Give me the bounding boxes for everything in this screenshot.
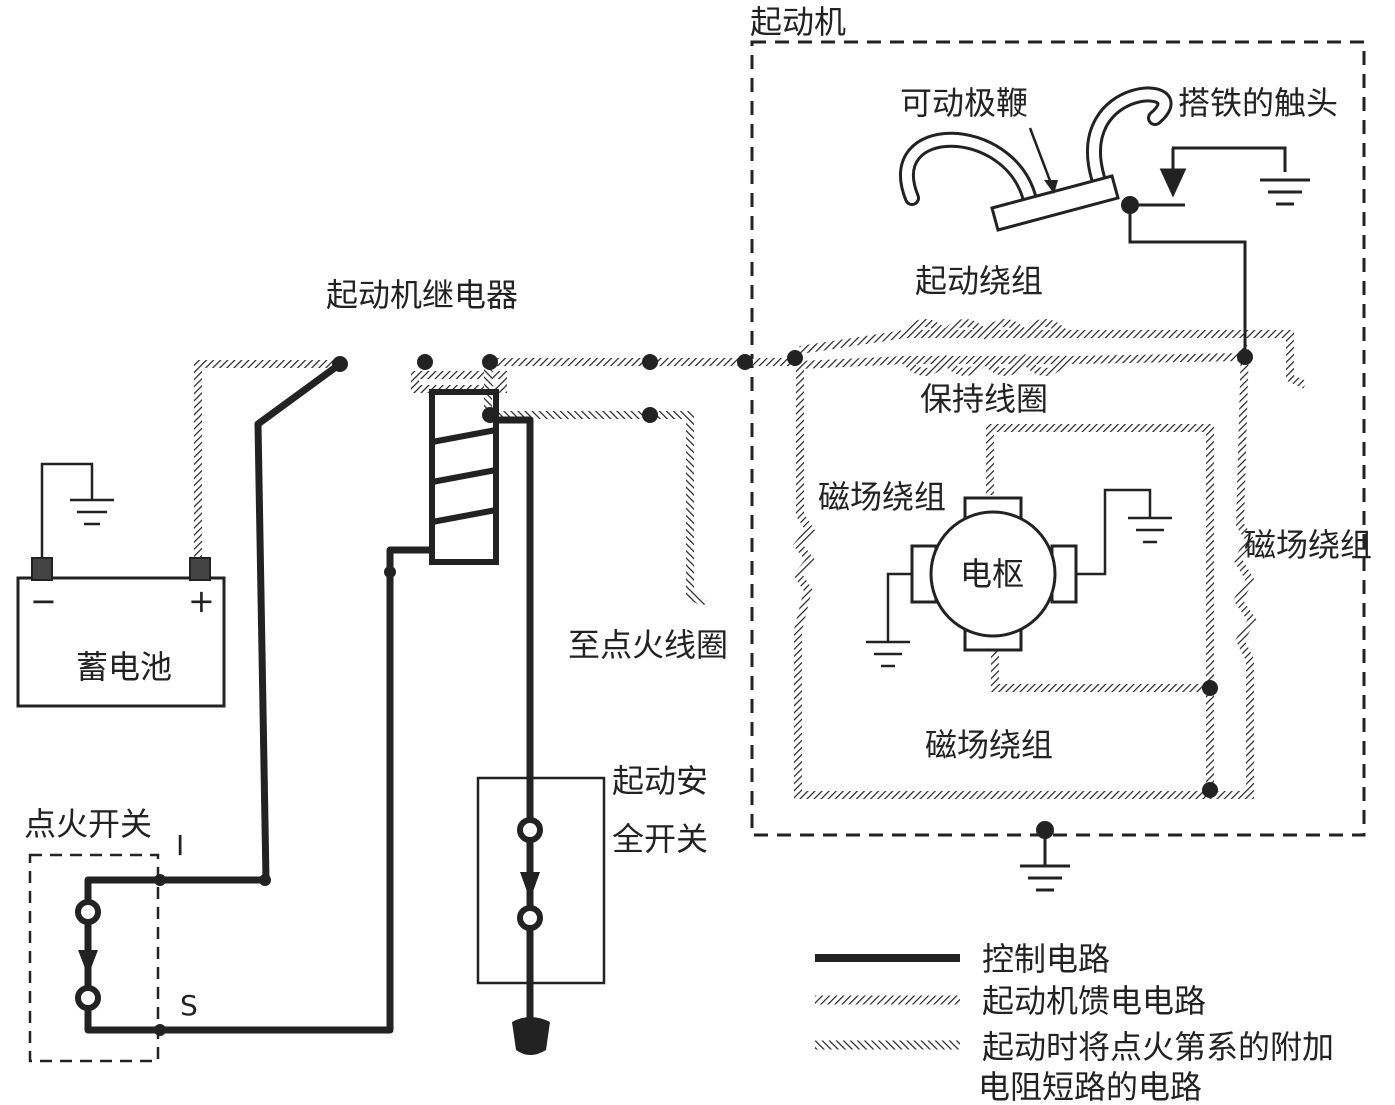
bypass-wire xyxy=(484,362,708,608)
legend: 控制电路 起动机馈电电路 起动时将点火第系的附加 电阻短路的电路 xyxy=(815,940,1334,1105)
starter-relay-label: 起动机继电器 xyxy=(326,276,518,314)
legend-control-label: 控制电路 xyxy=(982,940,1110,978)
field-winding-left-label: 磁场绕组 xyxy=(818,478,946,516)
legend-bypass-label-2: 电阻短路的电路 xyxy=(978,1068,1202,1105)
safety-switch-ground-icon xyxy=(512,1017,550,1055)
battery xyxy=(16,462,226,708)
junction-dots xyxy=(154,196,1253,1036)
field-winding-bottom-label: 磁场绕组 xyxy=(925,726,1053,764)
terminal-s-label: S xyxy=(180,989,198,1022)
feed-wires xyxy=(194,330,1307,799)
armature-label: 电枢 xyxy=(960,555,1024,593)
relay-coil xyxy=(429,389,499,565)
start-winding-coils xyxy=(901,319,1069,376)
movable-pole-label: 可动极鞭 xyxy=(900,84,1028,122)
legend-feed-label: 起动机馈电电路 xyxy=(982,982,1206,1020)
movable-pole xyxy=(899,86,1173,232)
ignition-switch-label: 点火开关 xyxy=(24,805,152,843)
safety-switch-label-2: 全开关 xyxy=(612,820,708,858)
switch-contacts xyxy=(75,817,543,1011)
battery-plus-label: + xyxy=(188,582,215,620)
start-safety-switch-box xyxy=(476,776,606,985)
ground-icon xyxy=(70,498,114,526)
terminal-i-label: I xyxy=(176,829,184,862)
starter-enclosure xyxy=(750,40,1366,837)
ground-contact xyxy=(1128,146,1310,357)
starter-label: 起动机 xyxy=(750,3,846,41)
battery-label: 蓄电池 xyxy=(76,648,172,686)
safety-switch-label-1: 起动安 xyxy=(612,762,708,800)
start-winding-label: 起动绕组 xyxy=(915,262,1043,300)
legend-bypass-label-1: 起动时将点火第系的附加 xyxy=(982,1028,1334,1066)
ground-contact-label: 搭铁的触头 xyxy=(1178,84,1338,122)
armature-ground-icons xyxy=(866,488,1172,668)
ignition-switch-box xyxy=(28,853,160,1063)
movable-pole-pointer xyxy=(1028,127,1054,187)
starter-ground-icon xyxy=(1020,830,1070,892)
to-ignition-coil-label: 至点火线圈 xyxy=(568,626,728,664)
field-winding-right-label: 磁场绕组 xyxy=(1244,526,1372,564)
hold-coil-label: 保持线圈 xyxy=(920,380,1048,418)
battery-minus-label: − xyxy=(30,582,57,620)
movable-pole-arrow-icon xyxy=(1044,180,1058,194)
armature xyxy=(910,496,1078,652)
